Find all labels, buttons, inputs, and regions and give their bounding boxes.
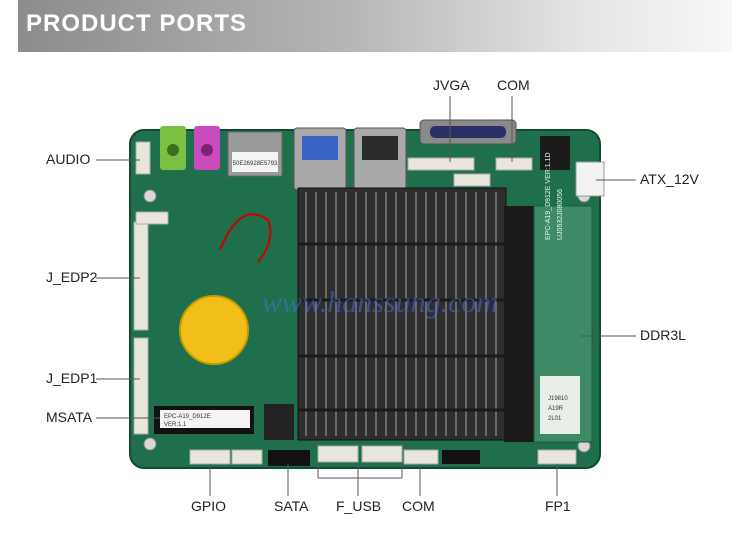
small-header xyxy=(231,449,263,465)
label-atx-12v: ATX_12V xyxy=(640,171,699,187)
callout-lines xyxy=(96,96,636,496)
label-j-edp2: J_EDP2 xyxy=(46,269,98,285)
label-gpio: GPIO xyxy=(191,498,227,514)
pin-header xyxy=(442,450,480,464)
ram-label-1: EPC-A19_D912E VER:1.1D xyxy=(545,152,552,240)
fp1-header xyxy=(537,449,577,465)
atx-connector xyxy=(575,161,605,197)
label-sata: SATA xyxy=(274,498,309,514)
silkscreen-version: VER:1.1 xyxy=(164,422,187,428)
audio-header xyxy=(135,141,151,175)
f-usb-header-2 xyxy=(361,445,403,463)
label-jvga: JVGA xyxy=(433,77,470,93)
mount-hole xyxy=(143,189,157,203)
mount-hole xyxy=(143,437,157,451)
label-ddr3l: DDR3L xyxy=(640,327,686,343)
silkscreen-model: EPC-A19_D912E xyxy=(164,414,211,420)
ram-label-5: 2L01 xyxy=(548,416,562,422)
jvga-header xyxy=(407,157,475,171)
com-header-small xyxy=(453,173,491,187)
watermark-text: www.hanssung.com xyxy=(262,286,498,319)
sata-connector xyxy=(268,450,310,466)
header-banner: PRODUCT PORTS xyxy=(18,0,732,52)
com-header-top xyxy=(495,157,533,171)
sticker-text: 50E26928E5793 xyxy=(233,161,278,167)
cmos-battery xyxy=(179,295,249,365)
dc-jack xyxy=(540,136,570,170)
gpio-header xyxy=(189,449,231,465)
label-f-usb: F_USB xyxy=(336,498,382,514)
battery-wire xyxy=(219,213,272,263)
j-edp2-header xyxy=(133,221,149,331)
label-com-top: COM xyxy=(497,77,530,93)
ram-label-4: A19R xyxy=(548,406,564,412)
label-fp1: FP1 xyxy=(545,498,571,514)
com-header-bottom xyxy=(403,449,439,465)
ram-chip-label xyxy=(540,376,580,434)
heatsink xyxy=(297,187,507,441)
small-header xyxy=(135,211,169,225)
lan-sticker xyxy=(232,152,278,172)
jumper-block xyxy=(264,404,294,440)
page-title: PRODUCT PORTS xyxy=(26,10,248,37)
j-edp1-header xyxy=(133,337,149,435)
label-j-edp1: J_EDP1 xyxy=(46,370,98,386)
label-msata: MSATA xyxy=(46,409,93,425)
ram-label-3: J19810 xyxy=(548,396,568,402)
ddr3l-slot xyxy=(504,206,534,442)
label-com-bottom: COM xyxy=(402,498,435,514)
ram-label-2: UJ0532J080056 xyxy=(557,189,564,240)
label-audio: AUDIO xyxy=(46,151,91,167)
f-usb-header-1 xyxy=(317,445,359,463)
